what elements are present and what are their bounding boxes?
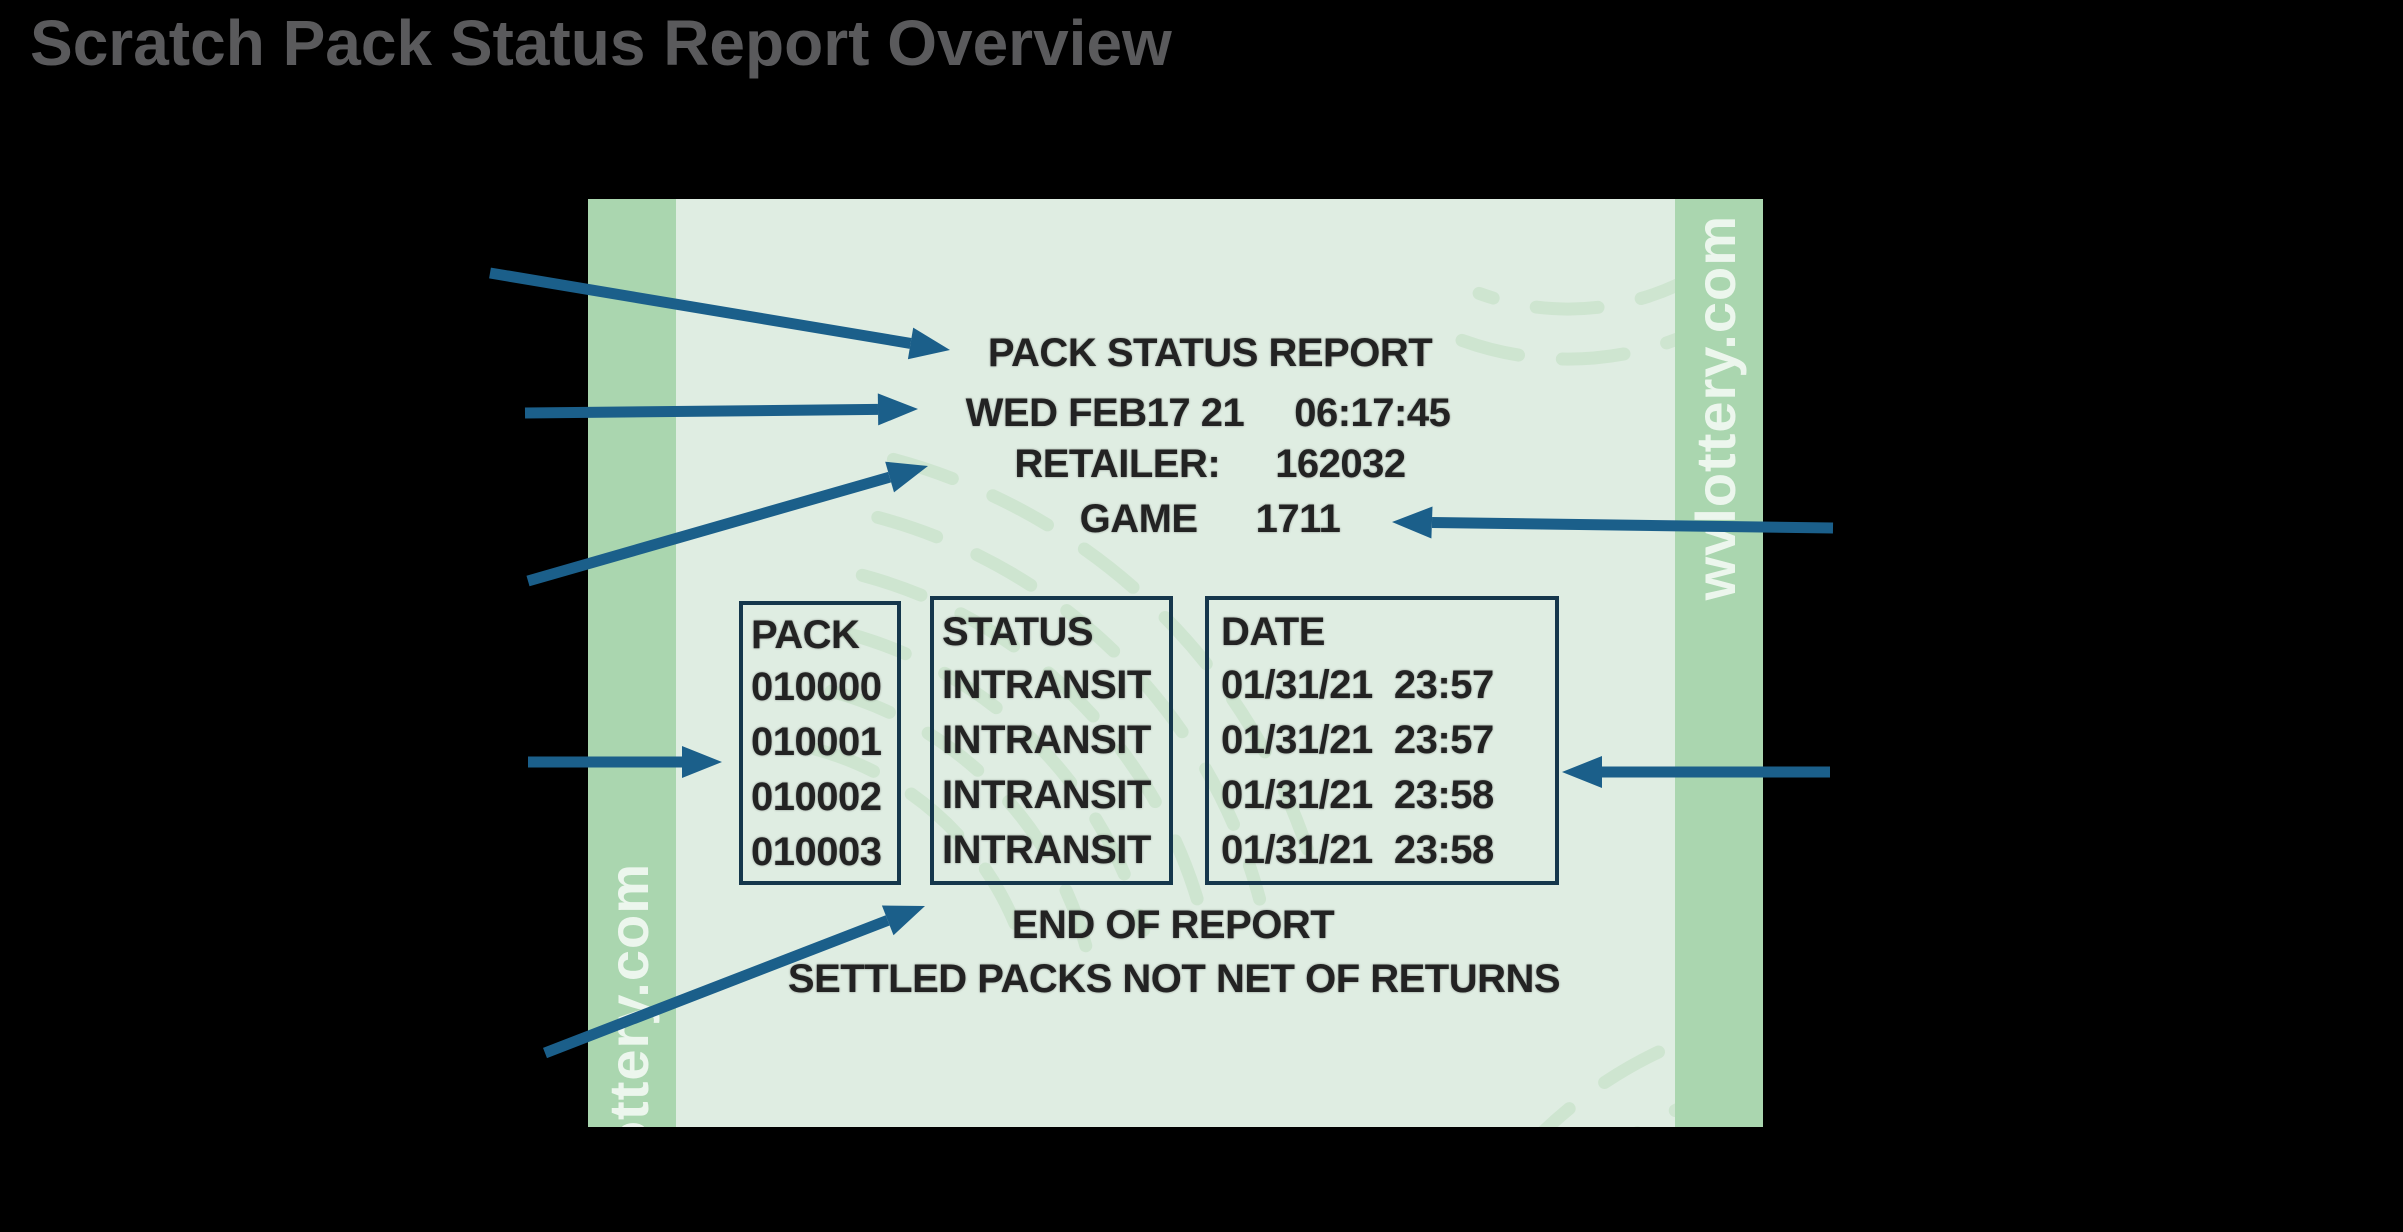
status-header: STATUS [942,610,1094,654]
status-cell: INTRANSIT [942,663,1151,707]
date-cell: 01/31/21 23:57 [1221,718,1494,762]
pack-cell: 010000 [751,665,882,709]
datetime-line: WED FEB17 21 06:17:45 [966,391,1451,436]
page-title: Scratch Pack Status Report Overview [30,7,1172,79]
report-date: WED FEB17 21 [965,391,1245,435]
end-of-report-line: END OF REPORT [1011,903,1335,948]
settled-note-text: SETTLED PACKS NOT NET OF RETURNS [787,957,1561,1001]
right-brand-stripe: wvlottery.com [1675,199,1763,1127]
settled-note-line: SETTLED PACKS NOT NET OF RETURNS [787,957,1561,1002]
retailer-number: 162032 [1275,442,1406,486]
receipt-image: wvlottery.com wvlottery.com PACK STATUS … [588,199,1763,1127]
status-column-box: STATUS INTRANSIT INTRANSIT INTRANSIT INT… [930,596,1173,885]
game-label: GAME [1079,497,1199,541]
report-title-text: PACK STATUS REPORT [987,331,1433,375]
status-cell: INTRANSIT [942,718,1151,762]
right-brand-text: wvlottery.com [1684,215,1747,601]
left-brand-text: wvlottery.com [597,863,660,1127]
pack-header: PACK [751,613,860,657]
pack-cell: 010002 [751,775,882,819]
date-cell: 01/31/21 23:58 [1221,773,1494,817]
left-brand-stripe: wvlottery.com [588,199,676,1127]
pack-cell: 010003 [751,830,882,874]
date-cell: 01/31/21 23:57 [1221,663,1494,707]
end-of-report-text: END OF REPORT [1011,903,1335,947]
status-cell: INTRANSIT [942,773,1151,817]
retailer-line: RETAILER: 162032 [1014,442,1406,487]
date-header: DATE [1221,610,1325,654]
pack-column-box: PACK 010000 010001 010002 010003 [739,601,901,885]
report-time: 06:17:45 [1294,391,1451,435]
status-cell: INTRANSIT [942,828,1151,872]
pack-cell: 010001 [751,720,882,764]
date-cell: 01/31/21 23:58 [1221,828,1494,872]
retailer-label: RETAILER: [1014,442,1221,486]
game-number: 1711 [1255,497,1341,541]
game-line: GAME 1711 [1080,497,1341,542]
date-column-box: DATE 01/31/21 23:57 01/31/21 23:57 01/31… [1205,596,1559,885]
report-title-line: PACK STATUS REPORT [987,331,1433,376]
